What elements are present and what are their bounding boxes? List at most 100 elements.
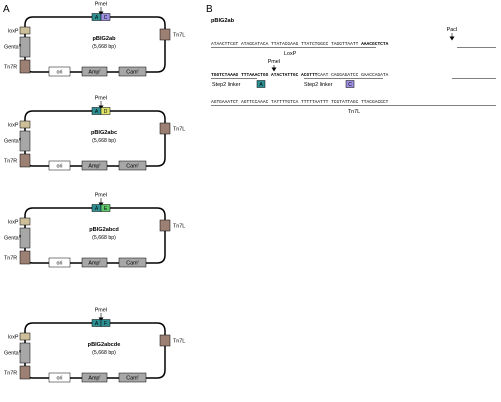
module-second-label: F [104, 321, 107, 327]
amp-box [81, 160, 108, 171]
amp-label: Ampr [88, 375, 101, 382]
plasmid-name: pBIG2abcde [88, 342, 121, 348]
seq-module-a-box [256, 80, 266, 88]
loxp-box [19, 217, 31, 226]
plasmid-name: pBIG2ab [92, 36, 116, 42]
cam-label: Camr [126, 260, 139, 267]
ori-label: ori [57, 69, 63, 75]
genta-label: GentaR [4, 235, 22, 242]
cam-box [118, 66, 147, 77]
tn7r-label: Tn7R [4, 65, 17, 71]
plasmid-map-pbig2abcd: PmeI A E Tn7L loxP GentaR Tn7R ori Ampr … [4, 193, 185, 268]
paci-label: PacI [447, 27, 458, 33]
amp-label: Ampr [88, 260, 101, 267]
sequence-title: pBIG2ab [211, 18, 235, 24]
plasmid-map-pbig2ab: PmeI A C Tn7L loxP GentaR Tn7R ori Ampr … [4, 2, 185, 77]
cam-label: Camr [126, 375, 139, 382]
amp-label: Ampr [88, 163, 101, 170]
tn7l-label: Tn7L [173, 224, 185, 230]
module-second-label: E [104, 206, 108, 212]
module-a-label: A [95, 109, 99, 115]
tn7r-label: Tn7R [4, 256, 17, 262]
ori-box [48, 257, 71, 268]
step2-linker-right: Step2 linker [304, 82, 333, 88]
pmei-label: PmeI [95, 308, 108, 314]
cam-label: Camr [126, 163, 139, 170]
tn7l-label: Tn7L [173, 127, 185, 133]
module-second-box [100, 319, 111, 327]
plasmid-map-pbig2abc: PmeI A D Tn7L loxP GentaR Tn7R ori Ampr … [4, 96, 185, 171]
module-second-label: C [104, 15, 108, 21]
pmei-seq-arrowhead [271, 67, 277, 72]
cam-label: Camr [126, 69, 139, 76]
sequence-line-2: TGGTCTAAAG TTTAAACTGG ATACTATTGC ACGTTTC… [211, 72, 389, 78]
tn7l-label: Tn7L [173, 33, 185, 39]
tn7l-box [159, 28, 171, 41]
amp-box [81, 372, 108, 383]
ori-label: ori [57, 375, 63, 381]
seq-module-c-label: C [348, 82, 352, 88]
paci-arrowhead [449, 36, 455, 41]
module-second-box [100, 204, 111, 212]
amp-box [81, 257, 108, 268]
plasmid-size: (5,668 bp) [92, 235, 116, 241]
ori-box [48, 160, 71, 171]
tn7r-box [19, 250, 31, 265]
tn7r-box [19, 153, 31, 168]
pmei-label: PmeI [95, 2, 108, 8]
genta-label: GentaR [4, 350, 22, 357]
loxp-label: loxP [8, 335, 19, 341]
cam-box [118, 257, 147, 268]
module-second-box [100, 13, 111, 21]
panel-label-b: B [206, 4, 213, 15]
genta-box [19, 227, 31, 249]
genta-box [19, 130, 31, 152]
tn7r-label: Tn7R [4, 371, 17, 377]
pmei-label: PmeI [95, 193, 108, 199]
loxp-box [19, 120, 31, 129]
amp-label: Ampr [88, 69, 101, 76]
plasmid-name: pBIG2abc [91, 130, 117, 136]
ori-label: ori [57, 163, 63, 169]
module-second-box [100, 107, 111, 115]
sequence-panel: pBIG2ab PacI ATAACTTCGT ATAGCATACA TTATA… [211, 18, 496, 115]
tn7r-box [19, 59, 31, 74]
seq-module-a-label: A [259, 82, 263, 88]
cam-box [118, 372, 147, 383]
loxp-label: loxP [8, 29, 19, 35]
ori-label: ori [57, 260, 63, 266]
genta-label: GentaR [4, 138, 22, 145]
loxp-box [19, 26, 31, 35]
seq-module-c-box [345, 80, 355, 88]
genta-box [19, 36, 31, 58]
tn7l-label: Tn7L [173, 339, 185, 345]
loxp-box [19, 332, 31, 341]
plasmid-size: (5,668 bp) [92, 350, 116, 356]
loxp-seq-label: LoxP [284, 51, 297, 57]
plasmid-size: (5,668 bp) [92, 44, 116, 50]
tn7l-seq-label: Tn7L [348, 109, 360, 115]
ori-box [48, 66, 71, 77]
loxp-label: loxP [8, 123, 19, 129]
tn7l-box [159, 334, 171, 347]
module-a-label: A [95, 206, 99, 212]
sequence-line-3: AGTGAAATCT AGTTCCAAAC TATTTTGTCA TTTTTAA… [211, 99, 389, 105]
plasmid-name: pBIG2abcd [89, 227, 119, 233]
module-a-label: A [95, 15, 99, 21]
panel-label-a: A [3, 4, 10, 15]
tn7r-box [19, 365, 31, 380]
plasmid-size: (5,668 bp) [92, 138, 116, 144]
plasmid-map-pbig2abcde: PmeI A F Tn7L loxP GentaR Tn7R ori Ampr … [4, 308, 185, 383]
genta-label: GentaR [4, 44, 22, 51]
module-a-label: A [95, 321, 99, 327]
step2-linker-left: Step2 linker [212, 82, 241, 88]
ori-box [48, 372, 71, 383]
sequence-line-1: ATAACTTCGT ATAGCATACA TTATACGAAG TTATCTG… [211, 41, 389, 47]
tn7r-label: Tn7R [4, 159, 17, 165]
genta-box [19, 342, 31, 364]
cam-box [118, 160, 147, 171]
tn7l-box [159, 219, 171, 232]
pmei-seq-label: PmeI [268, 59, 281, 65]
pmei-label: PmeI [95, 96, 108, 102]
